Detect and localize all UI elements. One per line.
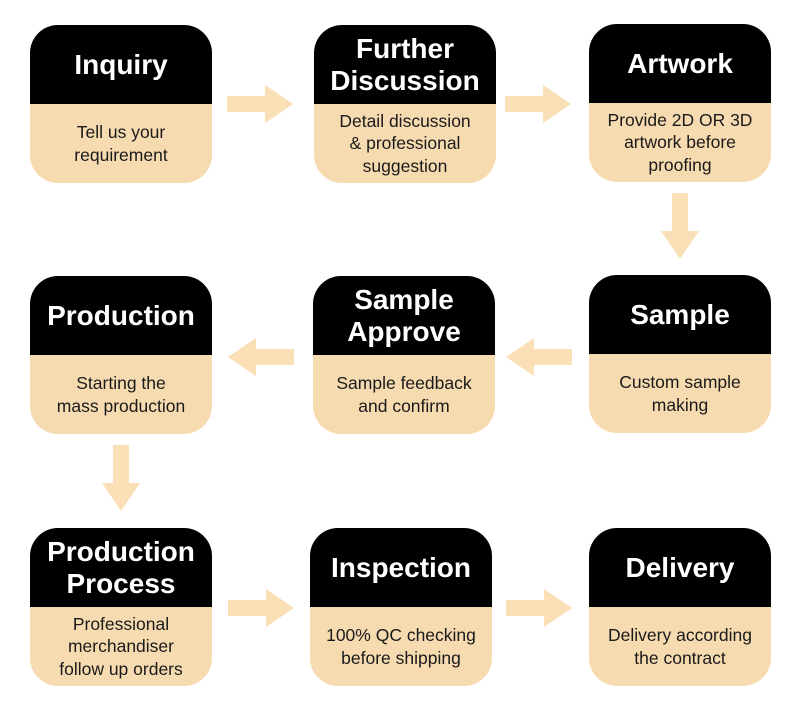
step-title-panel: Sample bbox=[589, 275, 771, 354]
step-description-panel: Delivery according the contract bbox=[589, 607, 771, 686]
step-title: Inspection bbox=[330, 551, 471, 583]
step-title-panel: Further Discussion bbox=[314, 25, 496, 104]
step-title: Further Discussion bbox=[330, 33, 480, 96]
step-description-panel: Sample feedback and confirm bbox=[313, 355, 495, 434]
step-title-panel: Production bbox=[30, 276, 212, 355]
flow-step-artwork: Artwork Provide 2D OR 3D artwork before … bbox=[589, 24, 771, 182]
arrow-right-icon bbox=[227, 85, 293, 123]
flow-step-sample-approve: Sample Approve Sample feedback and confi… bbox=[313, 276, 495, 434]
step-description: Custom sample making bbox=[619, 372, 741, 415]
arrow-right-icon bbox=[505, 85, 571, 123]
arrow-left-icon bbox=[228, 338, 294, 376]
step-description-panel: Provide 2D OR 3D artwork before proofing bbox=[589, 103, 771, 182]
step-title: Delivery bbox=[625, 551, 735, 583]
flow-step-sample: Sample Custom sample making bbox=[589, 275, 771, 433]
step-title-panel: Inquiry bbox=[30, 25, 212, 104]
step-description-panel: Custom sample making bbox=[589, 354, 771, 433]
arrow-left-icon bbox=[506, 338, 572, 376]
arrow-down-icon bbox=[102, 445, 140, 511]
flow-step-inspection: Inspection 100% QC checking before shipp… bbox=[310, 528, 492, 686]
step-title-panel: Artwork bbox=[589, 24, 771, 103]
flow-step-inquiry: Inquiry Tell us your requirement bbox=[30, 25, 212, 183]
step-description: Tell us your requirement bbox=[74, 122, 168, 165]
step-description-panel: Detail discussion & professional suggest… bbox=[314, 104, 496, 183]
arrow-right-icon bbox=[228, 589, 294, 627]
step-title: Production Process bbox=[47, 536, 195, 599]
flow-step-delivery: Delivery Delivery according the contract bbox=[589, 528, 771, 686]
flow-step-further-discussion: Further Discussion Detail discussion & p… bbox=[314, 25, 496, 183]
step-description: Starting the mass production bbox=[56, 373, 186, 416]
step-title-panel: Production Process bbox=[30, 528, 212, 607]
step-title: Artwork bbox=[627, 47, 733, 79]
step-title: Inquiry bbox=[74, 48, 168, 80]
step-description: Professional merchandiser follow up orde… bbox=[59, 613, 183, 679]
arrow-down-icon bbox=[661, 193, 699, 259]
step-description-panel: 100% QC checking before shipping bbox=[310, 607, 492, 686]
step-description: Detail discussion & professional suggest… bbox=[339, 110, 471, 176]
step-title: Sample Approve bbox=[347, 284, 461, 347]
step-description-panel: Tell us your requirement bbox=[30, 104, 212, 183]
arrow-right-icon bbox=[506, 589, 572, 627]
flow-step-production-process: Production Process Professional merchand… bbox=[30, 528, 212, 686]
step-description: Delivery according the contract bbox=[608, 625, 752, 668]
step-title: Sample bbox=[630, 298, 730, 330]
step-title-panel: Delivery bbox=[589, 528, 771, 607]
step-title-panel: Sample Approve bbox=[313, 276, 495, 355]
step-description: 100% QC checking before shipping bbox=[326, 625, 476, 668]
step-title-panel: Inspection bbox=[310, 528, 492, 607]
step-description: Sample feedback and confirm bbox=[336, 373, 472, 416]
step-description: Provide 2D OR 3D artwork before proofing bbox=[607, 109, 753, 175]
step-description-panel: Professional merchandiser follow up orde… bbox=[30, 607, 212, 686]
step-description-panel: Starting the mass production bbox=[30, 355, 212, 434]
step-title: Production bbox=[47, 299, 195, 331]
flow-step-production: Production Starting the mass production bbox=[30, 276, 212, 434]
